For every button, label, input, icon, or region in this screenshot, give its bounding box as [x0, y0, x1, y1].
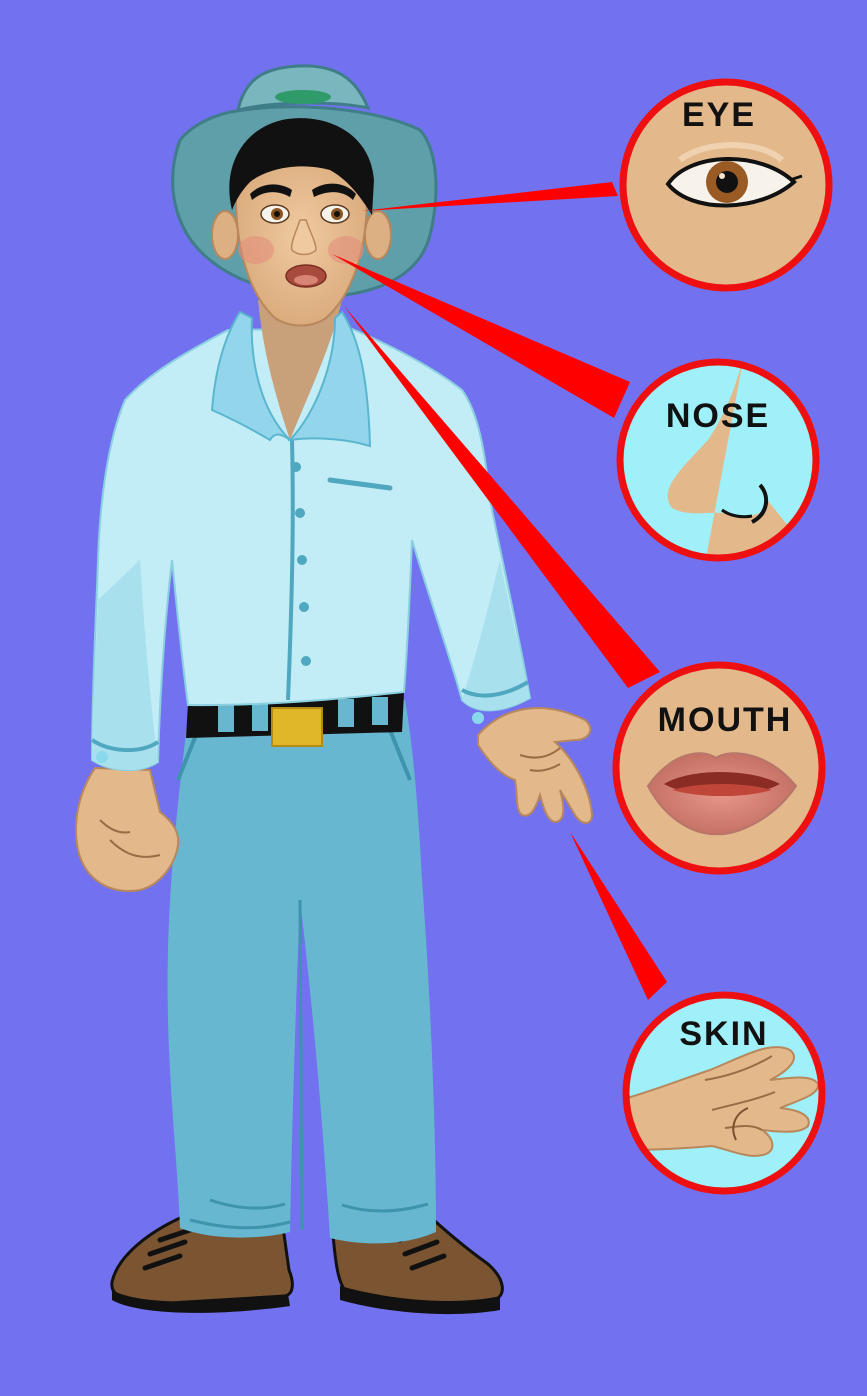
callout-label-nose: NOSE — [666, 397, 770, 435]
belt-buckle — [272, 708, 322, 746]
callout-label-eye: EYE — [682, 96, 756, 134]
callout-label-mouth: MOUTH — [658, 701, 793, 739]
callout-label-skin: SKIN — [679, 1015, 768, 1053]
